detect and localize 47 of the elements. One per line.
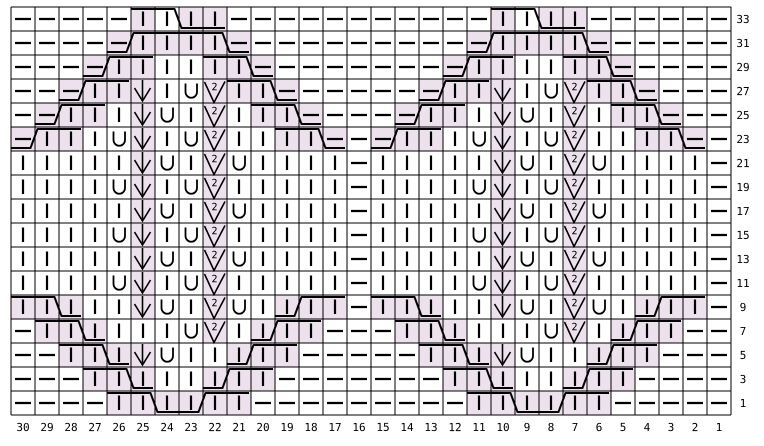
column-number: 19 xyxy=(282,422,293,432)
row-number: 27 xyxy=(737,86,749,96)
column-number: 3 xyxy=(668,422,674,432)
column-number: 6 xyxy=(596,422,602,432)
row-number: 19 xyxy=(738,182,749,192)
row-number: 9 xyxy=(740,302,746,312)
column-number: 20 xyxy=(257,422,269,432)
column-number: 9 xyxy=(524,422,530,432)
column-number: 5 xyxy=(620,422,626,432)
column-number: 13 xyxy=(426,422,437,432)
column-number: 22 xyxy=(209,422,221,432)
row-number: 11 xyxy=(738,278,749,287)
column-number: 17 xyxy=(330,422,341,431)
row-number: 15 xyxy=(738,230,749,240)
column-number: 10 xyxy=(498,422,509,432)
row-number: 7 xyxy=(740,326,746,335)
column-number: 1 xyxy=(717,422,722,431)
row-number: 23 xyxy=(737,134,749,144)
column-number: 15 xyxy=(378,422,389,432)
column-number: 2 xyxy=(692,422,698,432)
column-number: 28 xyxy=(65,422,77,432)
column-number: 11 xyxy=(474,422,485,431)
column-number: 7 xyxy=(572,422,578,431)
row-number: 33 xyxy=(737,14,749,24)
row-number: 21 xyxy=(737,158,749,168)
column-number: 24 xyxy=(161,422,174,432)
row-number: 5 xyxy=(740,350,746,360)
column-number: 25 xyxy=(137,422,149,432)
column-number: 30 xyxy=(17,422,29,432)
column-number: 21 xyxy=(233,422,245,432)
column-number: 18 xyxy=(306,422,317,432)
row-number: 29 xyxy=(737,62,749,72)
column-number: 26 xyxy=(113,422,125,432)
column-number: 8 xyxy=(548,422,554,432)
column-number: 27 xyxy=(89,422,101,432)
row-number: 3 xyxy=(740,374,746,384)
column-number: 23 xyxy=(185,422,197,432)
column-number: 12 xyxy=(450,422,461,432)
row-number: 31 xyxy=(737,38,749,48)
row-number: 25 xyxy=(737,110,749,120)
row-number: 1 xyxy=(741,398,746,407)
column-number: 4 xyxy=(644,422,650,431)
column-number: 14 xyxy=(402,422,414,431)
row-number: 17 xyxy=(738,206,749,215)
row-number: 13 xyxy=(738,254,749,264)
column-number: 29 xyxy=(41,422,53,432)
column-number: 16 xyxy=(354,422,365,432)
